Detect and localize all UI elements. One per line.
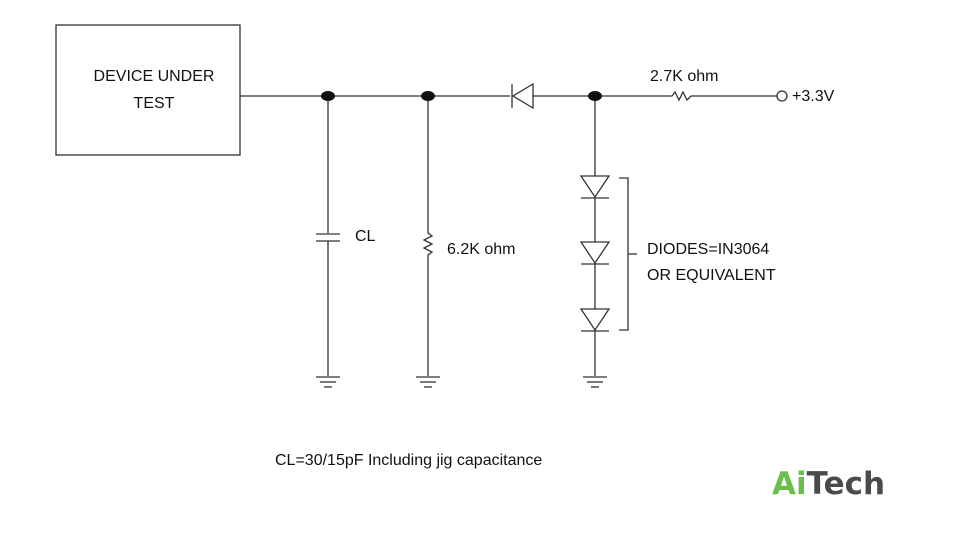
- junction-dot-1: [321, 91, 335, 101]
- junction-dot-2: [421, 91, 435, 101]
- ground-icon-1: [316, 376, 340, 388]
- capacitance-note: CL=30/15pF Including jig capacitance: [275, 452, 542, 469]
- supply-label: +3.3V: [792, 88, 835, 105]
- stack-diode-3-icon: [579, 308, 611, 332]
- dut-label-line1: DEVICE UNDER: [94, 68, 215, 85]
- logo-text-ai: Ai: [772, 466, 807, 502]
- ground-icon-3: [583, 376, 607, 388]
- diode-bracket: [619, 177, 629, 331]
- diodes-label-line2: OR EQUIVALENT: [647, 267, 776, 284]
- device-under-test-box: [55, 24, 241, 156]
- dut-label-line2: TEST: [134, 95, 175, 112]
- ground-icon-2: [416, 376, 440, 388]
- pulldown-resistor-label: 6.2K ohm: [447, 241, 515, 258]
- capacitor-icon: [316, 233, 340, 242]
- stack-diode-2-icon: [579, 241, 611, 265]
- series-diode-icon: [511, 82, 534, 110]
- pullup-resistor-label: 2.7K ohm: [650, 68, 718, 85]
- pullup-resistor-icon: [668, 90, 695, 102]
- capacitor-label: CL: [355, 228, 376, 245]
- supply-terminal-icon: [776, 90, 788, 102]
- junction-dot-3: [588, 91, 602, 101]
- diodes-label-line1: DIODES=IN3064: [647, 241, 769, 258]
- aitech-logo: AiTech: [772, 466, 885, 502]
- pulldown-resistor-icon: [422, 230, 434, 258]
- logo-text-tech: Tech: [807, 466, 886, 502]
- stack-diode-1-icon: [579, 175, 611, 199]
